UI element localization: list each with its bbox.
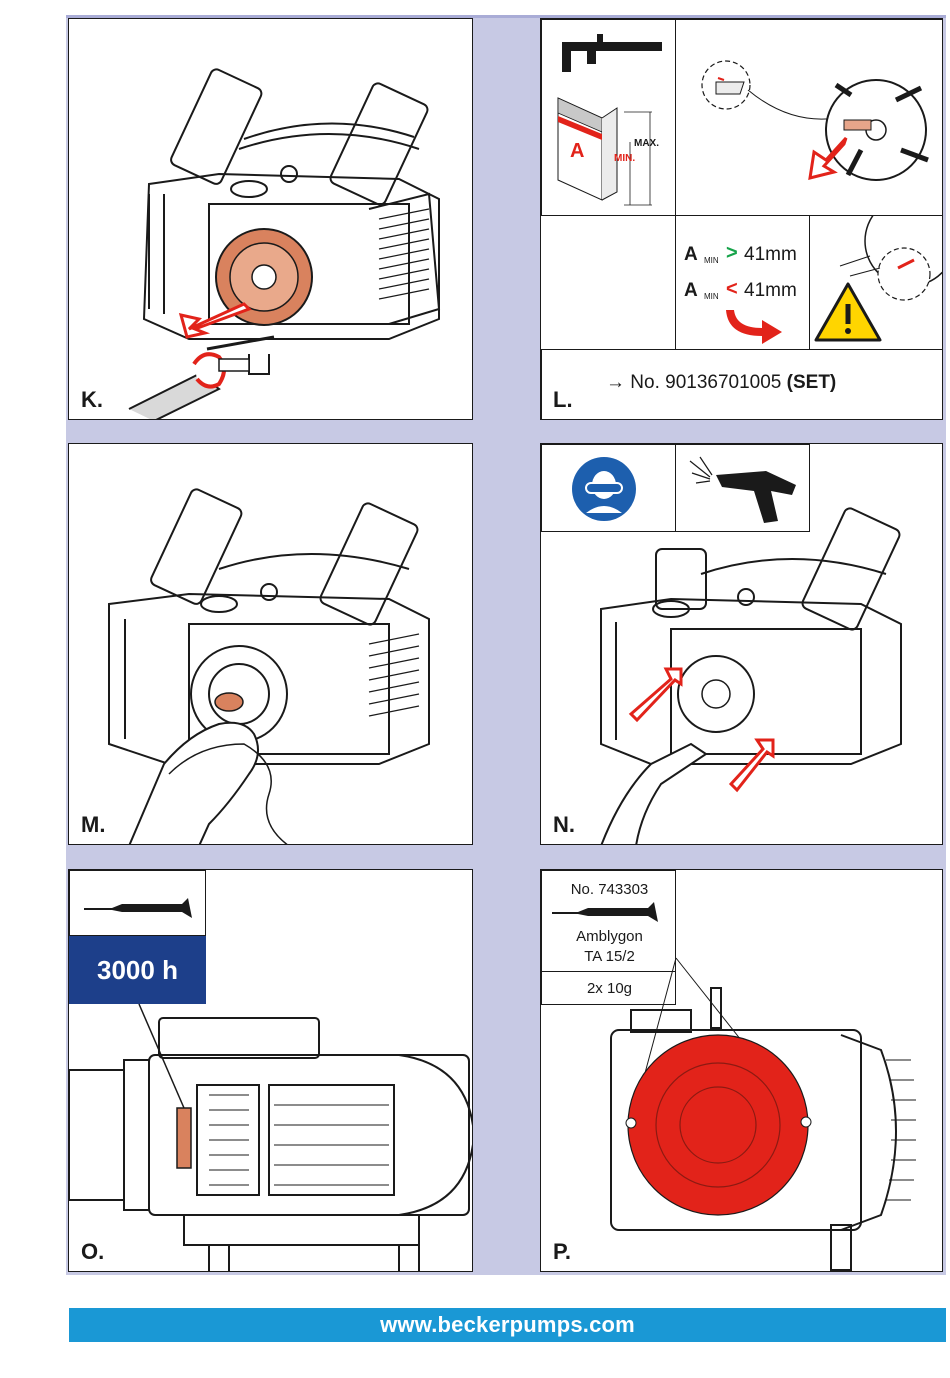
limit-criteria-cell: A MIN > 41mm A MIN < 41mm	[675, 215, 810, 350]
cond-val: 41mm	[744, 244, 797, 265]
red-arrow-icon	[726, 310, 782, 344]
cond-a: A	[684, 280, 698, 301]
goggles-cell	[541, 444, 676, 532]
step-label: K.	[81, 387, 103, 412]
grease-part-number: No. 743303	[570, 881, 649, 898]
part-number-cell: → No. 90136701005 (SET)	[541, 349, 942, 419]
cond-val: 41mm	[744, 280, 797, 301]
vane-warning-diagram	[839, 216, 942, 301]
caliper-gauge-cell: A MAX. MIN.	[541, 19, 676, 216]
step-label: M.	[81, 812, 106, 837]
grease-qty-cell: 2x 10g	[541, 971, 676, 1005]
footer-url[interactable]: www.beckerpumps.com	[69, 1308, 946, 1342]
step-label: O.	[81, 1239, 105, 1264]
pump-blowout-illustration	[600, 507, 902, 844]
caliper-icon	[557, 34, 662, 206]
grease-name: Amblygon	[576, 928, 643, 945]
cond-a: A	[684, 244, 698, 265]
cond-sub: MIN	[704, 292, 719, 301]
cond-op-lt: <	[726, 278, 738, 300]
pump-illustration-k	[128, 68, 441, 419]
part-number-text: No. 90136701005	[630, 372, 782, 393]
air-gun-icon	[689, 456, 796, 523]
cond-sub: MIN	[704, 256, 719, 265]
panel-p: No. 743303 Amblygon TA 15/2 2x 10g P.	[540, 869, 943, 1272]
panel-k: K.	[68, 18, 473, 420]
panel-l: A MAX. MIN. A MIN > 41mm A MIN < 41mm	[540, 18, 943, 420]
vane-wear-diagram	[701, 60, 929, 181]
panel-o: 3000 h O.	[68, 869, 473, 1272]
step-label: P.	[553, 1239, 571, 1264]
set-part-number: → No. 90136701005 (SET)	[606, 372, 836, 394]
pump-front-view	[610, 957, 916, 1271]
grease-tube-icon	[552, 902, 658, 922]
step-label: N.	[553, 812, 575, 837]
pump-side-view	[69, 1003, 472, 1271]
grease-quantity: 2x 10g	[586, 980, 633, 997]
gauge-a-label: A	[570, 140, 585, 162]
safety-goggles-icon	[572, 457, 636, 521]
grease-grade: TA 15/2	[584, 948, 635, 965]
gauge-max-label: MAX.	[634, 138, 659, 149]
warning-cell	[809, 215, 942, 350]
grease-tube-cell	[69, 870, 206, 936]
grease-tube-icon	[84, 898, 192, 918]
service-interval-badge: 3000 h	[69, 936, 206, 1004]
panel-m: M.	[68, 443, 473, 845]
panel-n: N.	[540, 443, 943, 845]
gauge-min-label: MIN.	[614, 153, 636, 164]
cond-op-gt: >	[726, 242, 738, 264]
pump-cleaning-illustration	[108, 488, 430, 844]
vane-detail-cell	[675, 19, 942, 216]
part-set: (SET)	[786, 372, 837, 393]
air-gun-cell	[675, 444, 810, 532]
part-arrow: →	[606, 372, 625, 393]
step-label: L.	[553, 387, 573, 412]
warning-icon	[814, 282, 882, 342]
grease-spec-cell: No. 743303 Amblygon TA 15/2	[541, 870, 676, 972]
